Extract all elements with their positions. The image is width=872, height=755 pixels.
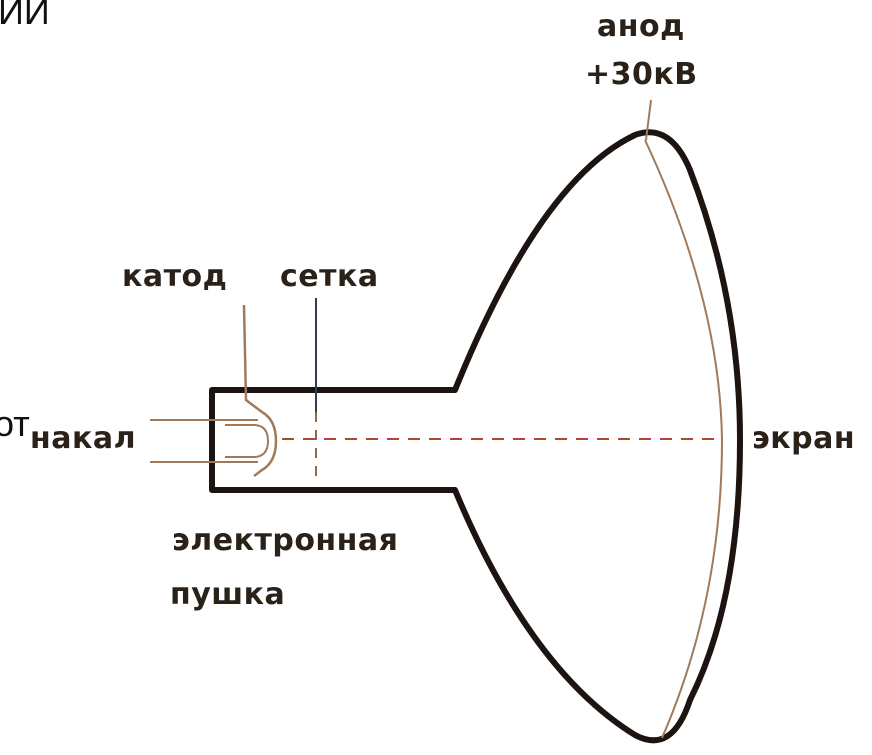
grid-label: сетка <box>280 259 379 294</box>
gun-label-line1: электронная <box>172 523 399 558</box>
cathode <box>242 304 278 477</box>
anode-voltage-label: +30кВ <box>585 57 698 92</box>
screen-inner-curve <box>644 139 724 739</box>
screen-label: экран <box>752 421 856 456</box>
anode-label: анод <box>597 9 685 44</box>
cathode-label: катод <box>122 259 228 294</box>
cropped-text-top-left: ИИ <box>0 0 50 32</box>
cropped-text-left-middle: от <box>0 403 30 444</box>
heater-filament <box>225 424 270 458</box>
tube-outline <box>209 129 743 744</box>
anode-leader <box>645 99 652 141</box>
heater-label: накал <box>30 421 137 456</box>
gun-label-line2: пушка <box>170 577 286 612</box>
